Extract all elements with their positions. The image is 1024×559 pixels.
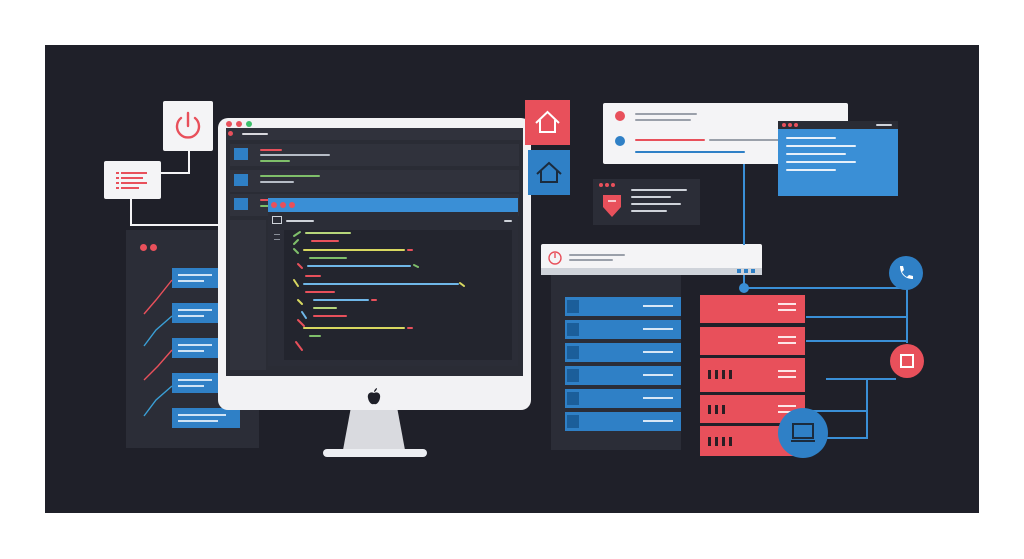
monitor-icon	[791, 423, 815, 442]
connector-wire	[748, 287, 908, 289]
connector-line	[188, 151, 190, 173]
connector-wire	[806, 410, 866, 412]
code-lines	[293, 231, 465, 351]
list-item	[172, 338, 219, 358]
list-item	[172, 373, 219, 393]
monitor-circle	[778, 408, 828, 458]
apple-logo	[366, 388, 382, 406]
server-rack-blue	[551, 275, 681, 450]
list-item	[172, 268, 219, 288]
home-icon	[535, 110, 560, 133]
list-item	[172, 408, 240, 428]
screen-header	[226, 128, 523, 140]
connector-wire	[826, 378, 896, 380]
code-editor-tab	[272, 216, 282, 224]
code-area	[284, 230, 512, 360]
alert-card	[593, 179, 700, 225]
window-dot	[150, 244, 157, 251]
code-editor-window	[268, 198, 518, 366]
window-dot-green	[246, 121, 252, 127]
status-card	[541, 244, 762, 275]
connector-wire	[743, 164, 745, 245]
shield-icon	[603, 195, 621, 217]
list-item	[172, 303, 219, 323]
connector-wire	[743, 275, 745, 289]
home-outline-icon	[536, 161, 562, 183]
document-icon	[116, 172, 147, 189]
server-unit	[700, 295, 805, 323]
phone-icon	[900, 266, 913, 279]
connector-wire	[806, 316, 906, 318]
power-icon	[548, 251, 562, 265]
monitor-top-bar	[226, 120, 523, 128]
connector-line	[130, 199, 132, 225]
home-tile-red	[525, 100, 570, 145]
connector-wire	[806, 340, 906, 342]
stop-icon	[900, 354, 914, 368]
home-tile-blue	[528, 150, 570, 195]
connector-line	[130, 224, 225, 226]
code-editor-titlebar	[268, 198, 518, 212]
stop-circle	[890, 344, 924, 378]
monitor-base	[323, 449, 427, 457]
power-card	[163, 101, 213, 151]
file-row	[230, 170, 519, 192]
connector-line	[160, 172, 190, 174]
document-card	[104, 161, 161, 199]
phone-circle	[889, 256, 923, 290]
file-row	[230, 144, 519, 166]
blue-document-window	[778, 121, 898, 196]
server-unit	[700, 327, 805, 355]
server-unit	[700, 358, 805, 392]
connector-wire	[866, 378, 868, 438]
window-dot-red	[226, 121, 232, 127]
connector-wire	[906, 287, 908, 343]
connector-wire	[826, 437, 868, 439]
power-icon	[175, 111, 201, 139]
window-dot	[140, 244, 147, 251]
monitor-stand	[343, 410, 405, 450]
wire-node	[739, 283, 749, 293]
window-dot-red	[236, 121, 242, 127]
panel-connector-lines	[143, 279, 173, 417]
